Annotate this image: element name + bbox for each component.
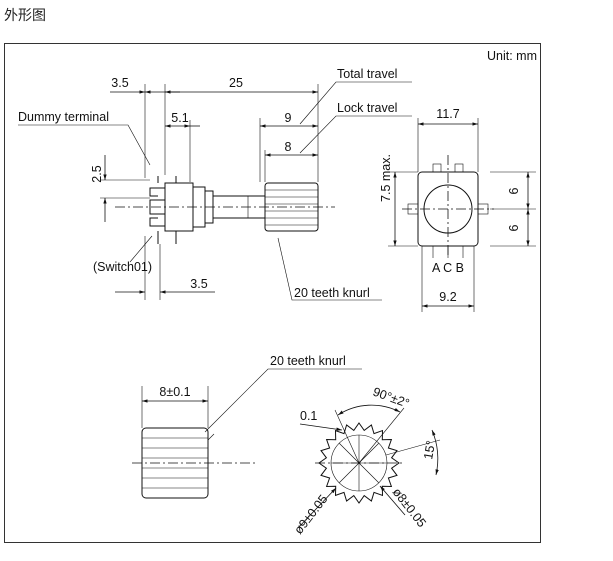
- dim-15: 15°: [421, 439, 438, 460]
- side-view: 3.5 25 5.1 9 8 Total travel Lock travel …: [18, 67, 412, 301]
- dim-9-2: 9.2: [439, 290, 456, 304]
- knob-detail: 20 teeth knurl 8±0.1 90°±2° 0.1: [132, 354, 441, 537]
- dim-phi9: ø9±0.05: [291, 492, 330, 537]
- dim-3-5-top: 3.5: [111, 76, 128, 90]
- dim-3-5-bottom: 3.5: [190, 277, 207, 291]
- dim-7-5-max: 7.5 max.: [379, 154, 393, 202]
- dim-8-tol: 8±0.1: [159, 385, 190, 399]
- dim-6-upper: 6: [507, 187, 521, 194]
- front-view: 11.7 7.5 max. 6 6 A C B 9.2: [379, 107, 536, 312]
- dim-phi8: ø8±0.05: [390, 485, 429, 530]
- label-total-travel: Total travel: [337, 67, 397, 81]
- knurl-gear: [318, 422, 400, 504]
- label-switch: (Switch01): [93, 260, 152, 274]
- dim-9: 9: [285, 111, 292, 125]
- label-lock-travel: Lock travel: [337, 101, 397, 115]
- dim-11-7: 11.7: [436, 107, 459, 121]
- unit-label: Unit: mm: [487, 49, 537, 63]
- label-knurl-side: 20 teeth knurl: [294, 286, 370, 300]
- dim-0-1: 0.1: [300, 409, 317, 423]
- dim-angle: 90°±2°: [371, 385, 411, 411]
- drawing-frame: [4, 43, 541, 543]
- label-dummy-terminal: Dummy terminal: [18, 110, 109, 124]
- dim-8: 8: [285, 140, 292, 154]
- dim-6-lower: 6: [507, 224, 521, 231]
- page-title: 外形图: [4, 8, 46, 24]
- terminal-labels: A C B: [432, 261, 464, 275]
- dim-25: 25: [229, 76, 243, 90]
- dim-5-1: 5.1: [171, 111, 188, 125]
- dim-2-5: 2.5: [90, 165, 104, 182]
- label-knurl-detail: 20 teeth knurl: [270, 354, 346, 368]
